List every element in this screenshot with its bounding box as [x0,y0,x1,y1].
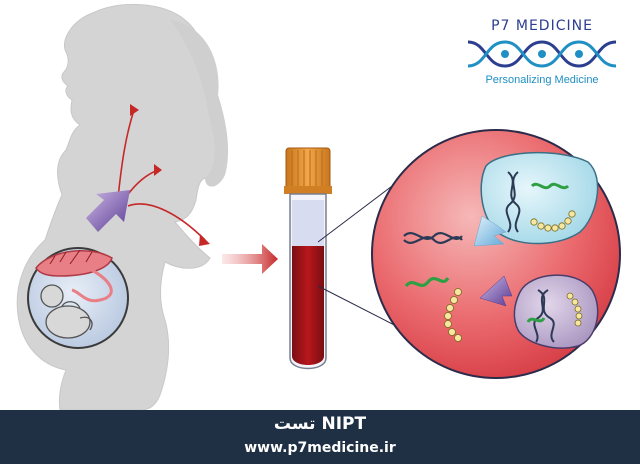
logo-subtitle: Personalizing Medicine [485,74,599,86]
placenta-transfer-arrow [86,190,130,232]
umbilical-cord [71,266,113,303]
fetus-icon [40,284,93,339]
fetal-release-arrow [479,275,513,307]
cell-free-dna-icon [530,182,570,190]
maternal-cell [480,151,599,245]
womb [27,247,129,349]
dna-helix-icon [468,40,616,68]
maternal-release-arrow [473,215,507,247]
cell-free-dna-icon [526,317,546,323]
footer-url[interactable]: www.p7medicine.ir [244,440,396,456]
footer-banner: تست NIPT www.p7medicine.ir [0,410,640,464]
logo-title: P7 MEDICINE [491,18,593,34]
arrowheads [130,104,210,246]
sample-arrow [222,244,278,274]
blood-layer [292,246,324,365]
plasma-layer [292,200,324,246]
plasma-zoom-circle [371,129,621,379]
brand-logo: P7 MEDICINE Personalizing Medicine [462,18,622,90]
dna-helix-icon [403,232,463,244]
woman-hair [170,20,229,187]
nipt-diagram: P7 MEDICINE Personalizing Medicine [16,3,622,411]
diagram-canvas [16,3,621,411]
blood-tube-icon [284,147,332,370]
dna-helix-icon [533,289,555,343]
fetal-fragment-beads [444,288,462,342]
cell-free-dna-icon [404,276,450,288]
fetal-cell [513,274,599,349]
dna-helix-icon [505,171,521,233]
footer-title: تست NIPT [273,414,367,434]
